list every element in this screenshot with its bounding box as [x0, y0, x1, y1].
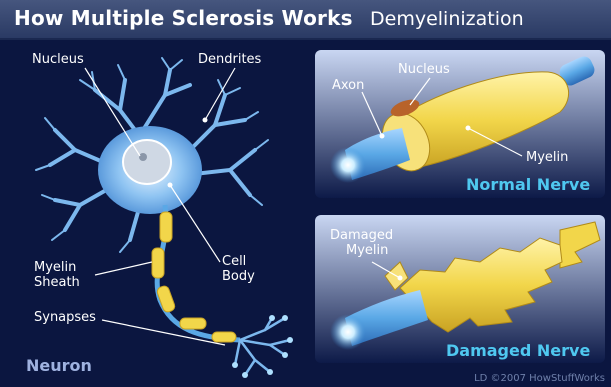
neuron-caption: Neuron	[26, 356, 92, 375]
synapses-label: Synapses	[34, 310, 96, 325]
neuron-illustration	[36, 58, 293, 378]
myelin-label: Myelin	[526, 150, 568, 165]
dendrites-label: Dendrites	[198, 52, 261, 67]
normal-nerve-caption: Normal Nerve	[466, 175, 590, 194]
credit-text: LD ©2007 HowStuffWorks	[474, 373, 605, 384]
axon-label: Axon	[332, 78, 364, 93]
myelin-sheath-label-line2: Sheath	[34, 275, 80, 290]
myelin-sheath-label-line1: Myelin	[34, 260, 76, 275]
damaged-nerve-caption: Damaged Nerve	[446, 341, 590, 360]
damaged-myelin-label-line2: Myelin	[346, 243, 388, 258]
nucleus-label: Nucleus	[32, 52, 84, 67]
cell-body-label-line1: Cell	[222, 254, 246, 269]
normal-nucleus-label: Nucleus	[398, 62, 450, 77]
cell-body-label-line2: Body	[222, 269, 255, 284]
damaged-myelin-label-line1: Damaged	[330, 228, 393, 243]
